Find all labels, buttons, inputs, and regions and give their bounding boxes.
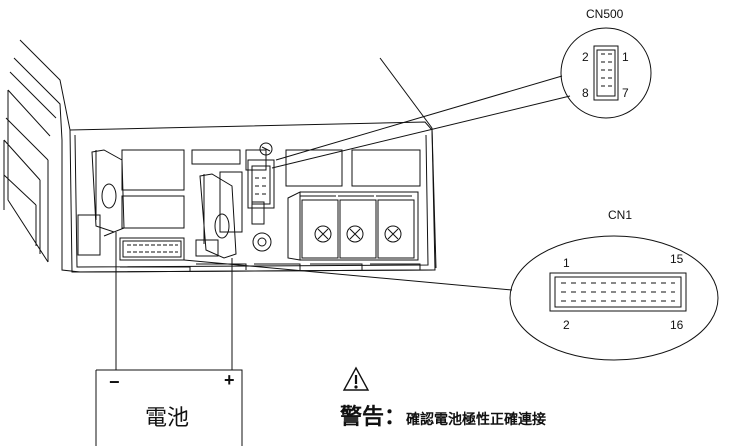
left-terminal-tab	[91, 149, 125, 237]
cn1-pin-bottom-left: 2	[563, 318, 570, 332]
battery-label: 電池	[145, 406, 190, 431]
warning-title: 警告	[340, 405, 385, 430]
round-button	[252, 232, 272, 252]
leader-lines	[183, 75, 571, 291]
battery-wiring	[95, 232, 243, 446]
cn500-pin-bottom-right: 7	[622, 86, 629, 100]
warning-message: 警告：確認電池極性正確連接	[340, 399, 546, 431]
cn500-title: CN500	[586, 7, 624, 21]
cn500-connector-on-device	[247, 159, 275, 225]
warning-triangle-icon	[342, 366, 370, 391]
cn1-pin-bottom-right: 16	[670, 318, 684, 332]
warning-separator: ：	[384, 405, 407, 430]
cn500-pin-bottom-left: 8	[582, 86, 589, 100]
right-terminal-tab	[199, 173, 237, 259]
cn1-pin-top-right: 15	[670, 252, 684, 266]
cn1-connector-on-device	[119, 237, 185, 261]
terminal-block	[287, 191, 419, 261]
warning-text: 確認電池極性正確連接	[406, 412, 547, 428]
cn500-callout	[560, 27, 652, 119]
battery-minus-sign: −	[109, 372, 120, 392]
cn500-pin-top-left: 2	[582, 50, 589, 64]
device-housing	[3, 39, 437, 273]
battery-plus-sign: +	[224, 370, 235, 390]
cn1-pin-top-left: 1	[563, 256, 570, 270]
cn1-title: CN1	[608, 208, 633, 222]
cn500-pin-top-right: 1	[622, 50, 629, 64]
screw-icon	[259, 142, 273, 156]
panel-windows	[77, 149, 421, 257]
cn1-callout	[509, 235, 719, 361]
